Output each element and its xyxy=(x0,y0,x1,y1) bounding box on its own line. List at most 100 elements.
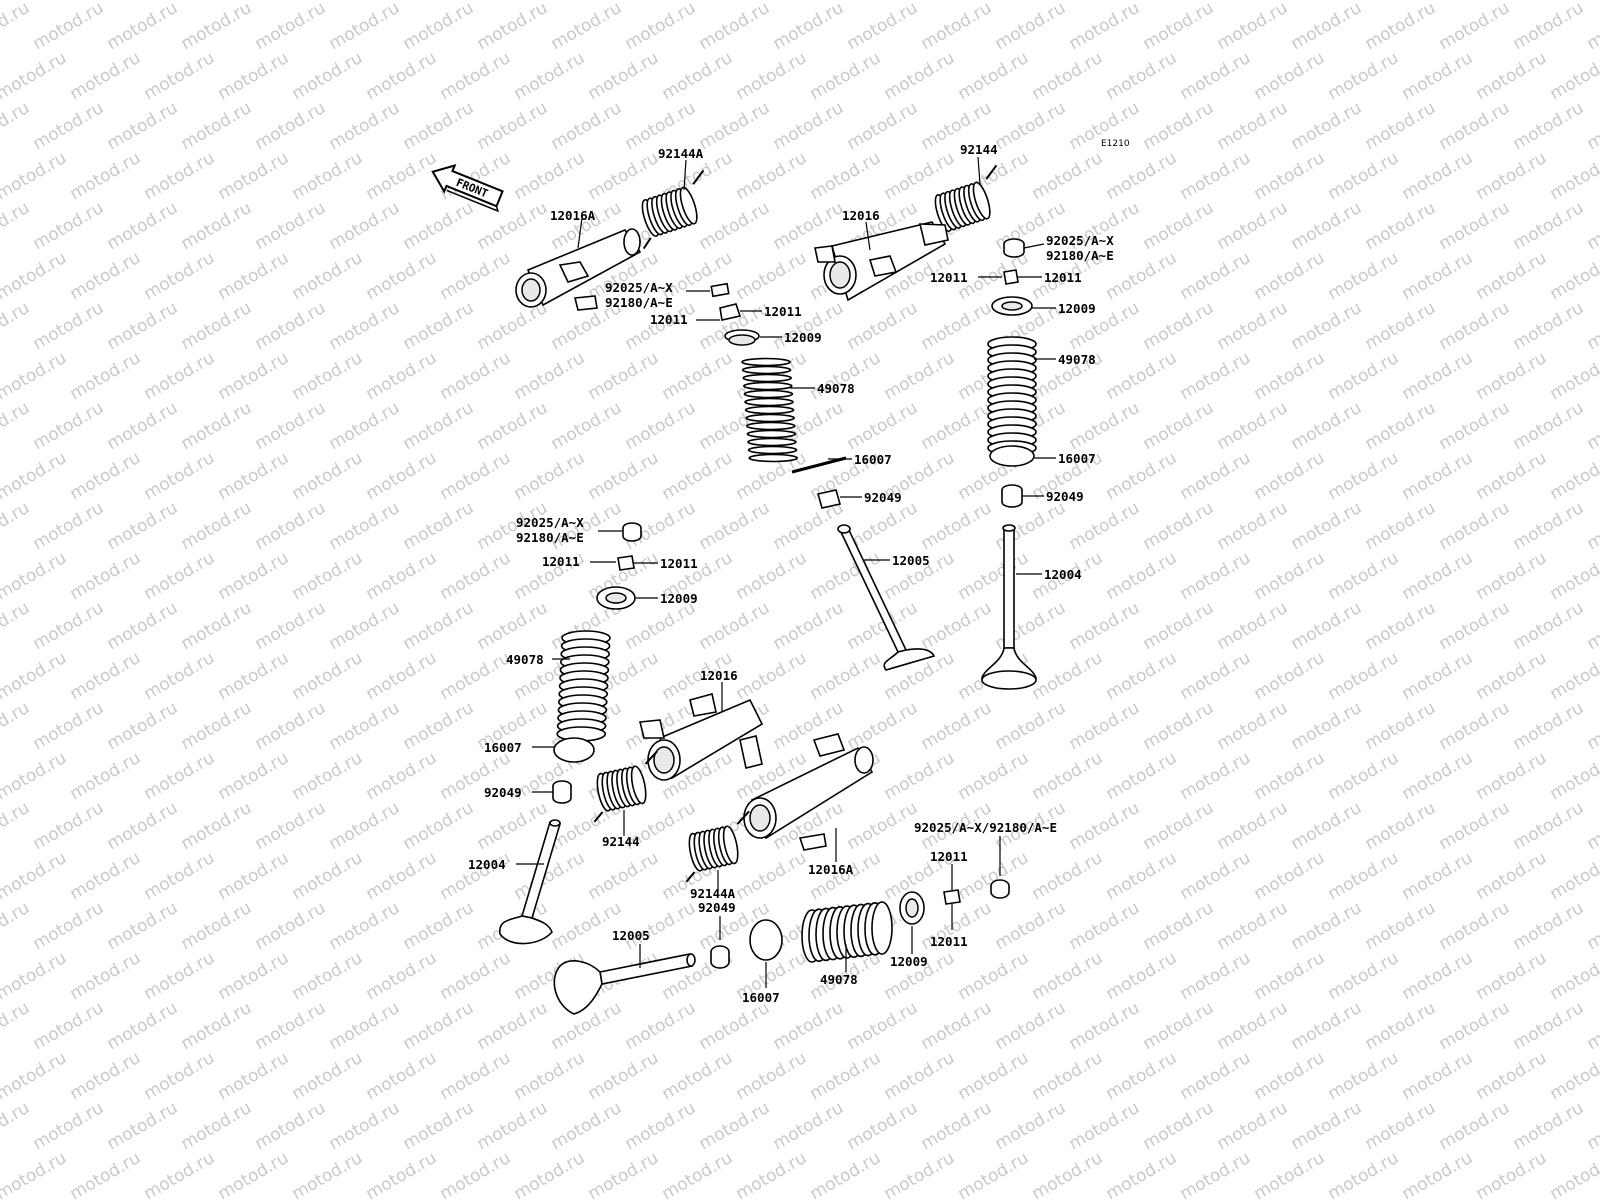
watermark-text: motod.ru xyxy=(1029,0,1107,4)
watermark-text: motod.ru xyxy=(252,398,330,454)
watermark-text: motod.ru xyxy=(1103,48,1181,104)
watermark-text: motod.ru xyxy=(1584,698,1600,754)
label-16007-r1: 16007 xyxy=(1058,451,1096,466)
watermark-text: motod.ru xyxy=(474,298,552,354)
watermark-text: motod.ru xyxy=(252,98,330,154)
watermark-text: motod.ru xyxy=(1214,598,1292,654)
watermark-text: motod.ru xyxy=(141,848,219,904)
watermark-text: motod.ru xyxy=(178,798,256,854)
watermark-text: motod.ru xyxy=(104,498,182,554)
watermark-text: motod.ru xyxy=(1362,898,1440,954)
watermark-text: motod.ru xyxy=(1510,0,1588,54)
watermark-text: motod.ru xyxy=(178,898,256,954)
label-92025-combo: 92025/A~X/92180/A~E xyxy=(914,820,1057,835)
watermark-text: motod.ru xyxy=(807,148,885,204)
label-16007-l2: 16007 xyxy=(484,740,522,755)
watermark-text: motod.ru xyxy=(30,198,108,254)
watermark-text: motod.ru xyxy=(659,1048,737,1104)
watermark-text: motod.ru xyxy=(992,0,1070,54)
watermark-text: motod.ru xyxy=(437,0,515,4)
watermark-text: motod.ru xyxy=(844,298,922,354)
watermark-text: motod.ru xyxy=(1473,1148,1551,1200)
watermark-text: motod.ru xyxy=(363,48,441,104)
watermark-text: motod.ru xyxy=(1288,398,1366,454)
label-12005-top: 12005 xyxy=(892,553,930,568)
watermark-text: motod.ru xyxy=(326,398,404,454)
watermark-text: motod.ru xyxy=(400,998,478,1054)
watermark-text: motod.ru xyxy=(733,248,811,304)
watermark-text: motod.ru xyxy=(585,48,663,104)
watermark-text: motod.ru xyxy=(1288,998,1366,1054)
watermark-text: motod.ru xyxy=(178,298,256,354)
watermark-text: motod.ru xyxy=(326,998,404,1054)
watermark-text: motod.ru xyxy=(659,48,737,104)
watermark-text: motod.ru xyxy=(104,598,182,654)
watermark-text: motod.ru xyxy=(0,848,70,904)
watermark-text: motod.ru xyxy=(326,698,404,754)
label-92180-l1: 92180/A~E xyxy=(605,295,673,310)
watermark-text: motod.ru xyxy=(67,148,145,204)
watermark-text: motod.ru xyxy=(1288,98,1366,154)
watermark-text: motod.ru xyxy=(1584,798,1600,854)
rocker-arm-12016A-top xyxy=(515,228,642,311)
watermark-text: motod.ru xyxy=(289,148,367,204)
watermark-text: motod.ru xyxy=(1177,848,1255,904)
watermark-text: motod.ru xyxy=(215,48,293,104)
watermark-text: motod.ru xyxy=(104,898,182,954)
watermark-text: motod.ru xyxy=(1436,998,1514,1054)
watermark-text: motod.ru xyxy=(1399,0,1477,4)
valve-12004-mid xyxy=(499,819,562,945)
watermark-text: motod.ru xyxy=(1399,448,1477,504)
watermark-text: motod.ru xyxy=(955,48,1033,104)
watermark-text: motod.ru xyxy=(733,48,811,104)
watermark-text: motod.ru xyxy=(326,798,404,854)
watermark-text: motod.ru xyxy=(1510,498,1588,554)
watermark-text: motod.ru xyxy=(1436,898,1514,954)
watermark-text: motod.ru xyxy=(67,748,145,804)
watermark-text: motod.ru xyxy=(0,0,70,4)
watermark-text: motod.ru xyxy=(1584,198,1600,254)
watermark-text: motod.ru xyxy=(474,598,552,654)
watermark-text: motod.ru xyxy=(1547,1148,1600,1200)
watermark-text: motod.ru xyxy=(1177,348,1255,404)
watermark-text: motod.ru xyxy=(585,0,663,4)
watermark-text: motod.ru xyxy=(30,1098,108,1154)
torsion-spring-92144-mid xyxy=(593,750,658,823)
watermark-text: motod.ru xyxy=(844,998,922,1054)
watermark-text: motod.ru xyxy=(363,1148,441,1200)
watermark-text: motod.ru xyxy=(289,848,367,904)
watermark-text: motod.ru xyxy=(0,448,70,504)
watermark-text: motod.ru xyxy=(1140,98,1218,154)
retainer-12009-l2 xyxy=(596,586,636,610)
washer-16007-b xyxy=(749,919,783,961)
rocker-arm-12016A-mid xyxy=(743,733,874,851)
watermark-text: motod.ru xyxy=(178,498,256,554)
watermark-text: motod.ru xyxy=(1325,348,1403,404)
watermark-text: motod.ru xyxy=(30,698,108,754)
watermark-text: motod.ru xyxy=(30,598,108,654)
watermark-text: motod.ru xyxy=(104,698,182,754)
watermark-text: motod.ru xyxy=(1029,748,1107,804)
label-12011-l1r: 12011 xyxy=(764,304,802,319)
watermark-text: motod.ru xyxy=(585,448,663,504)
watermark-text: motod.ru xyxy=(0,148,70,204)
watermark-text: motod.ru xyxy=(1473,1048,1551,1104)
watermark-text: motod.ru xyxy=(1473,848,1551,904)
label-12004-mid: 12004 xyxy=(468,857,506,872)
watermark-text: motod.ru xyxy=(881,348,959,404)
watermark-text: motod.ru xyxy=(437,648,515,704)
watermark-text: motod.ru xyxy=(1177,0,1255,4)
watermark-text: motod.ru xyxy=(1325,448,1403,504)
label-12011-l2l: 12011 xyxy=(542,554,580,569)
watermark-text: motod.ru xyxy=(1325,1048,1403,1104)
watermark-text: motod.ru xyxy=(1214,98,1292,154)
watermark-text: motod.ru xyxy=(807,1048,885,1104)
watermark-text: motod.ru xyxy=(0,798,33,854)
watermark-text: motod.ru xyxy=(992,998,1070,1054)
watermark-text: motod.ru xyxy=(363,448,441,504)
watermark-text: motod.ru xyxy=(30,798,108,854)
watermark-text: motod.ru xyxy=(992,598,1070,654)
watermark-text: motod.ru xyxy=(696,98,774,154)
watermark-text: motod.ru xyxy=(363,248,441,304)
